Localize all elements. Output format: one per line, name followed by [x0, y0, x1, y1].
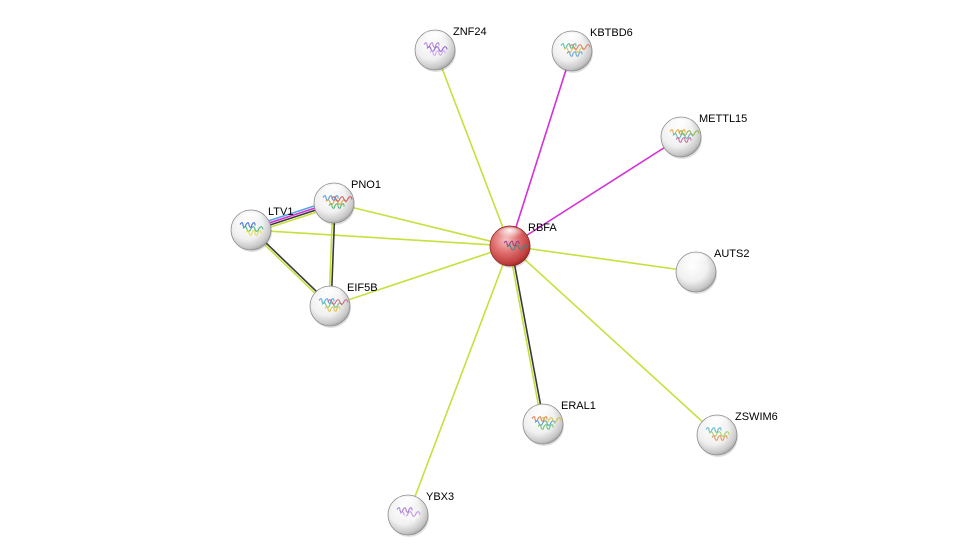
node-highlight	[703, 416, 731, 432]
structure-strand	[506, 244, 528, 251]
edge-line-textmining	[333, 202, 511, 247]
node-highlight	[682, 253, 710, 269]
node-label: ERAL1	[561, 400, 596, 412]
edge-line-experimental	[509, 50, 573, 247]
node-label: RBFA	[528, 222, 557, 234]
edge-line-textmining	[508, 245, 543, 426]
node-label: LTV1	[268, 206, 293, 218]
node-eral1[interactable]: ERAL1	[522, 400, 596, 446]
structure-strand	[402, 515, 419, 521]
edge-line-coexpression	[510, 244, 545, 425]
structure-strand	[324, 306, 341, 312]
node-highlight	[316, 287, 344, 303]
edges-layer	[249, 49, 718, 516]
edge-rbfa-ltv1[interactable]	[250, 229, 511, 247]
edge-rbfa-znf24[interactable]	[434, 49, 511, 247]
node-rbfa[interactable]: RBFA	[489, 222, 557, 268]
node-highlight	[529, 405, 557, 421]
node-highlight	[394, 496, 422, 512]
node-label: KBTBD6	[590, 27, 633, 39]
structure-strand	[675, 137, 692, 143]
structure-strand	[537, 424, 554, 430]
edge-line-textmining	[329, 245, 511, 307]
node-highlight	[421, 31, 449, 47]
edge-line-experimental	[509, 136, 682, 247]
node-highlight	[320, 184, 348, 200]
edge-line-textmining	[509, 245, 697, 273]
edge-line-textmining	[434, 49, 511, 247]
node-znf24[interactable]: ZNF24	[414, 26, 487, 72]
structure-strand	[245, 230, 262, 236]
node-highlight	[558, 32, 586, 48]
node-ltv1[interactable]: LTV1	[230, 206, 293, 252]
structure-strand	[328, 203, 345, 209]
node-auts2[interactable]: AUTS2	[675, 248, 749, 294]
structure-strand	[566, 51, 583, 57]
node-eif5b[interactable]: EIF5B	[309, 282, 378, 328]
structure-strand	[242, 226, 264, 232]
edge-rbfa-ybx3[interactable]	[407, 245, 511, 516]
edge-rbfa-kbtbd6[interactable]	[509, 50, 573, 247]
structure-strand	[399, 511, 421, 517]
structure-strand	[708, 431, 730, 437]
node-mettl15[interactable]: METTL15	[660, 113, 747, 159]
node-label: PNO1	[351, 179, 381, 191]
edge-rbfa-auts2[interactable]	[509, 245, 697, 273]
edge-line-textmining	[250, 229, 511, 247]
node-label: AUTS2	[714, 248, 749, 260]
edge-rbfa-pno1[interactable]	[333, 202, 511, 247]
node-kbtbd6[interactable]: KBTBD6	[551, 27, 633, 73]
edge-rbfa-mettl15[interactable]	[509, 136, 682, 247]
structure-strand	[426, 46, 448, 52]
edge-rbfa-zswim6[interactable]	[509, 245, 718, 436]
node-highlight	[496, 227, 524, 243]
node-pno1[interactable]: PNO1	[313, 179, 381, 225]
edge-rbfa-eral1[interactable]	[508, 244, 545, 426]
node-label: EIF5B	[347, 282, 378, 294]
edge-line-textmining	[509, 245, 718, 436]
node-label: YBX3	[426, 491, 454, 503]
node-ybx3[interactable]: YBX3	[387, 491, 454, 537]
edge-line-textmining	[407, 245, 511, 516]
structure-strand	[711, 435, 728, 441]
node-highlight	[667, 118, 695, 134]
node-label: METTL15	[699, 113, 747, 125]
node-label: ZNF24	[453, 26, 487, 38]
node-zswim6[interactable]: ZSWIM6	[696, 411, 778, 457]
edge-rbfa-eif5b[interactable]	[329, 245, 511, 307]
node-label: ZSWIM6	[735, 411, 778, 423]
node-highlight	[237, 211, 265, 227]
structure-strand	[429, 50, 446, 56]
